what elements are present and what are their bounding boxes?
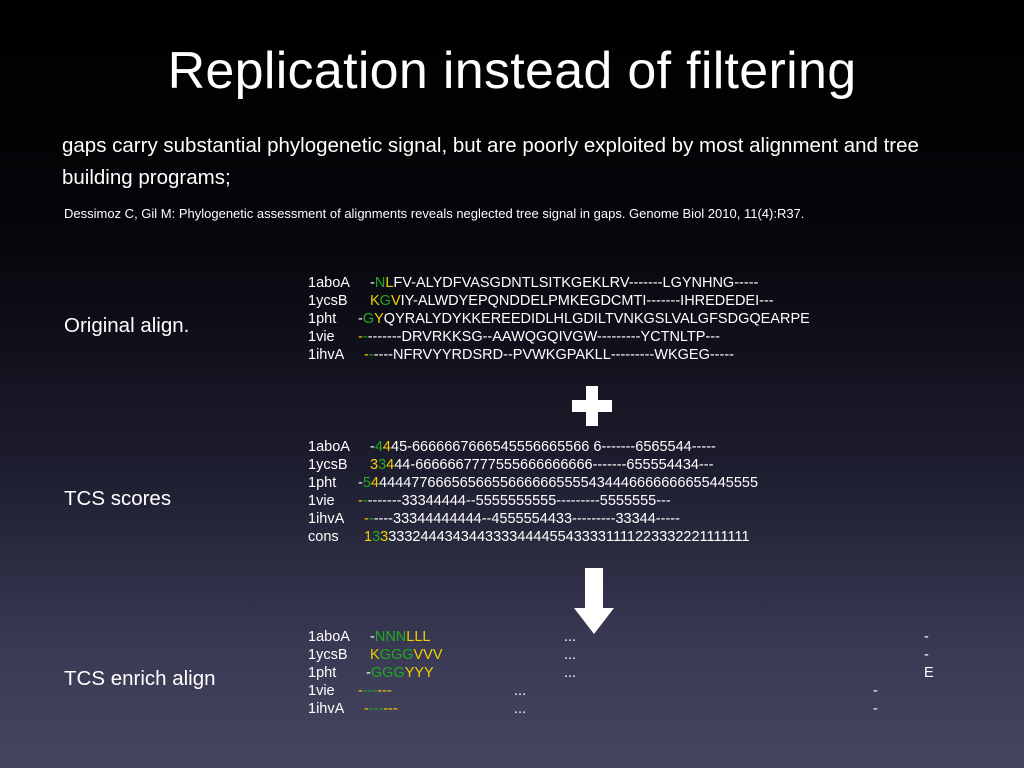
seq-name: 1aboA [308,275,350,291]
label-original-align: Original align. [64,314,190,337]
alignment-row: 1pht -GGGYYY... E [308,664,1008,682]
seq-name: 1ihvA [308,511,345,527]
seq-residues: ------NFRVYYRDSRD--PVWKGPAKLL---------WK… [364,347,734,363]
seq-name: 1aboA [308,629,350,645]
citation: Dessimoz C, Gil M: Phylogenetic assessme… [64,206,805,221]
seq-name: 1ycsB [308,293,348,309]
slide-title: Replication instead of filtering [167,42,857,100]
seq-residues: KGGGVVV [370,647,443,663]
seq-scores: ---------33344444--5555555555---------55… [358,493,671,509]
label-tcs-enrich-align: TCS enrich align [64,667,216,690]
alignment-row: 1ihvA -------... - [308,700,1008,718]
seq-residues: -GGGYYY [366,665,434,681]
seq-residues: ------- [364,701,398,717]
alignment-row: 1ycsB KGGGVVV... - [308,646,1008,664]
seq-name: 1ihvA [308,347,345,363]
seq-residues: KGVIY-ALWDYEPQNDDELPMKEGDCMTI-------IHRE… [370,293,774,309]
ellipsis: ... [564,665,577,681]
seq-name: 1ycsB [308,457,348,473]
ellipsis: ... [514,683,527,699]
seq-end: - [924,647,929,663]
seq-name: 1aboA [308,439,350,455]
seq-name: 1pht [308,665,337,681]
seq-name: 1ycsB [308,647,348,663]
seq-scores: -544444776665656655666666555543444666666… [358,475,759,491]
plus-icon [572,386,612,426]
slide-subtitle: gaps carry substantial phylogenetic sign… [62,134,919,189]
tcs-enrich-alignment: 1aboA -NNNLLL... - 1ycsB KGGGVVV... - 1pht -G… [308,628,1008,718]
seq-end: E [924,665,934,681]
seq-name: cons [308,529,339,545]
ellipsis: ... [514,701,527,717]
label-tcs-scores: TCS scores [64,487,172,510]
ellipsis: ... [564,647,577,663]
ellipsis: ... [564,629,577,645]
seq-scores: 1333332444343443333444455433331111223332… [364,529,750,545]
alignment-row: 1vie -------... - [308,682,1008,700]
seq-name: 1vie [308,493,335,509]
seq-residues: -GYQYRALYDYKKEREEDIDLHLGDILTVNKGSLVALGFS… [358,311,810,327]
seq-end: - [873,683,878,699]
seq-name: 1pht [308,475,337,491]
seq-residues: ------- [358,683,392,699]
seq-name: 1vie [308,683,335,699]
seq-scores: ------33344444444--4555554433---------33… [364,511,680,527]
seq-name: 1ihvA [308,701,345,717]
seq-name: 1vie [308,329,335,345]
seq-end: - [924,629,929,645]
down-arrow-icon [574,568,614,634]
seq-name: 1pht [308,311,337,327]
seq-residues: ---------DRVRKKSG--AAWQGQIVGW---------YC… [358,329,720,345]
seq-end: - [873,701,878,717]
seq-scores: 33444-6666667777555666666666-------65555… [370,457,714,473]
seq-scores: -4445-6666667666545556665566 6-------656… [370,439,716,455]
seq-residues: -NLFV-ALYDFVASGDNTLSITKGEKLRV-------LGYN… [370,275,759,291]
seq-residues: -NNNLLL [370,629,431,645]
alignment-row: 1aboA -NNNLLL... - [308,628,1008,646]
